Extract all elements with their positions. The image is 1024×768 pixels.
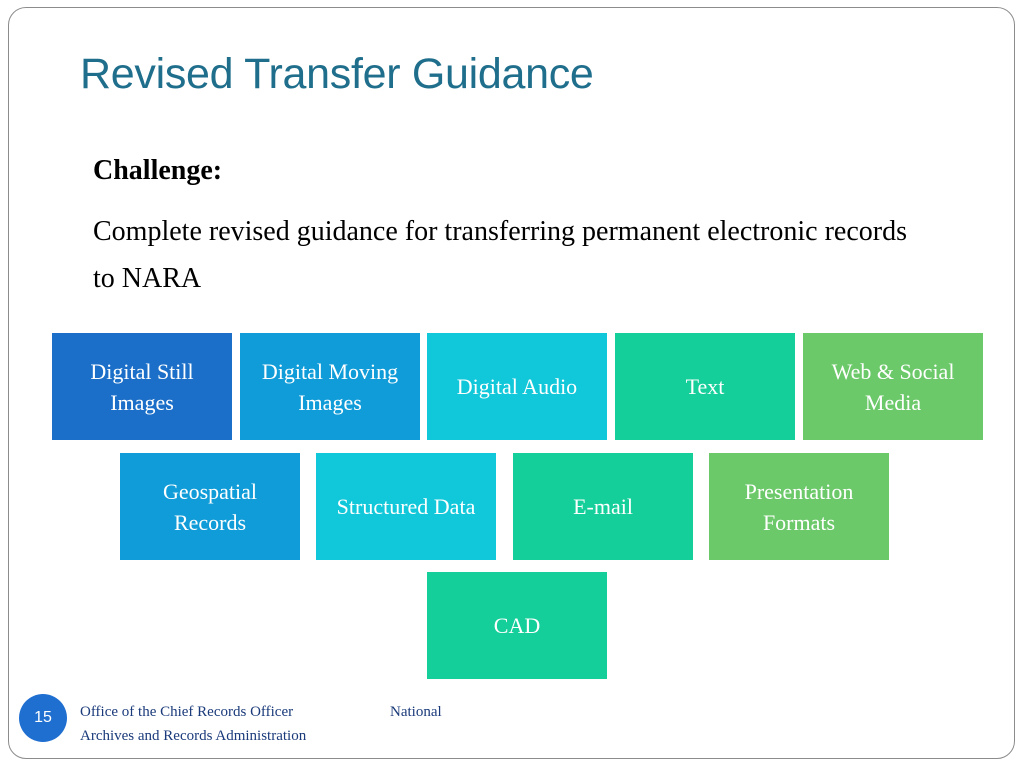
challenge-text: Complete revised guidance for transferri… xyxy=(93,216,907,294)
category-label: Text xyxy=(685,374,725,399)
category-label: Web & Social Media xyxy=(831,358,955,415)
challenge-label: Challenge: xyxy=(93,155,223,186)
category-label: Geospatial Records xyxy=(162,478,258,535)
slide-number: 15 xyxy=(34,709,52,726)
footer-national: National xyxy=(390,704,442,720)
category-box-cad: CAD xyxy=(427,572,607,679)
category-box-e-mail: E-mail xyxy=(513,453,693,560)
slide-number-badge: 15 xyxy=(19,694,67,742)
category-label: E-mail xyxy=(573,494,633,519)
category-label: Structured Data xyxy=(336,494,476,519)
category-box-digital-audio: Digital Audio xyxy=(427,333,607,440)
slide-title: Revised Transfer Guidance xyxy=(80,50,594,98)
category-label: Digital Still Images xyxy=(90,358,194,415)
footer-archives: Archives and Records Administration xyxy=(80,728,307,744)
category-label: Digital Moving Images xyxy=(261,358,399,415)
category-box-geospatial-records: Geospatial Records xyxy=(120,453,300,560)
category-box-web-social-media: Web & Social Media xyxy=(803,333,983,440)
category-box-text: Text xyxy=(615,333,795,440)
category-box-presentation-formats: Presentation Formats xyxy=(709,453,889,560)
category-box-digital-moving-images: Digital Moving Images xyxy=(240,333,420,440)
category-label: CAD xyxy=(493,613,541,638)
category-label: Digital Audio xyxy=(456,374,578,399)
category-box-structured-data: Structured Data xyxy=(316,453,496,560)
category-label: Presentation Formats xyxy=(744,478,854,535)
category-box-digital-still-images: Digital Still Images xyxy=(52,333,232,440)
footer-office: Office of the Chief Records Officer xyxy=(80,704,294,720)
